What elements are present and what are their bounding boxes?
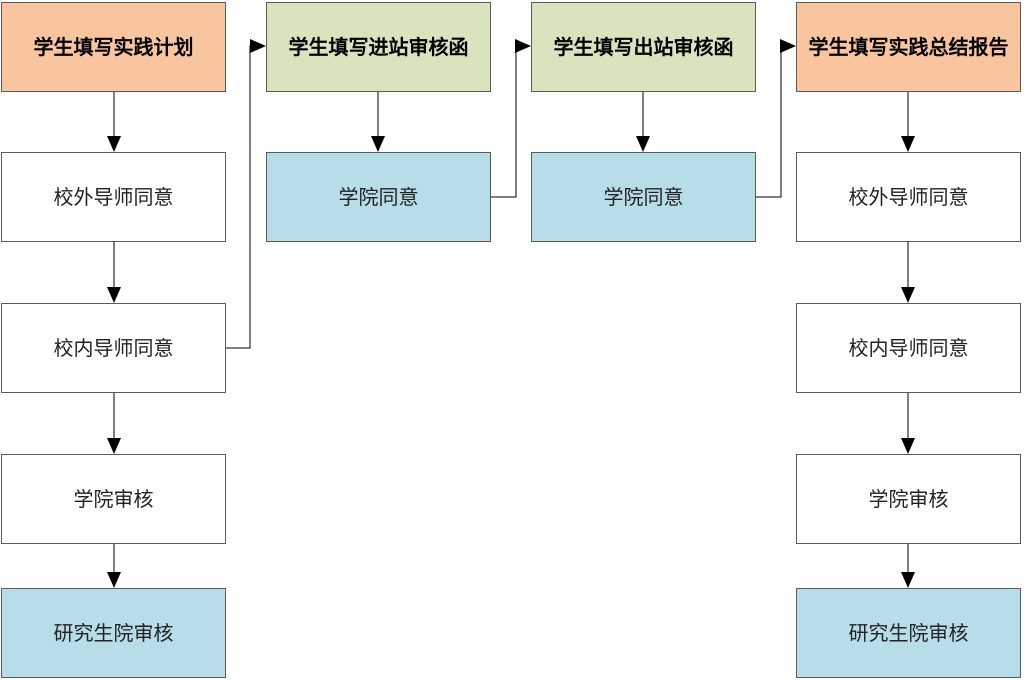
node-summary-external-advisor: 校外导师同意 bbox=[796, 152, 1021, 242]
edge-elbow bbox=[226, 45, 252, 349]
node-label: 研究生院审核 bbox=[848, 621, 969, 645]
node-exit-letter-label: 学生填写出站审核函 bbox=[553, 35, 734, 59]
edge-elbow bbox=[756, 45, 782, 198]
node-label: 校内导师同意 bbox=[848, 336, 969, 360]
node-label: 学院审核 bbox=[868, 487, 949, 511]
arrowhead bbox=[107, 136, 121, 152]
node-plan-internal-advisor: 校内导师同意 bbox=[1, 303, 226, 393]
node-summary-college-review: 学院审核 bbox=[796, 454, 1021, 544]
node-plan-label: 学生填写实践计划 bbox=[33, 35, 194, 59]
node-label: 研究生院审核 bbox=[53, 621, 174, 645]
arrowhead bbox=[901, 572, 915, 588]
arrowhead bbox=[107, 438, 121, 454]
arrowhead bbox=[107, 287, 121, 303]
node-exit-college-approve: 学院同意 bbox=[531, 152, 756, 242]
node-label: 校内导师同意 bbox=[53, 336, 174, 360]
node-label: 学院同意 bbox=[603, 185, 684, 209]
node-summary-internal-advisor: 校内导师同意 bbox=[796, 303, 1021, 393]
arrowhead bbox=[371, 136, 385, 152]
node-label: 学院同意 bbox=[338, 185, 419, 209]
node-exit-letter: 学生填写出站审核函 bbox=[531, 2, 756, 92]
node-plan-college-review: 学院审核 bbox=[1, 454, 226, 544]
node-entry-college-approve: 学院同意 bbox=[266, 152, 491, 242]
node-label: 校外导师同意 bbox=[53, 185, 174, 209]
arrowhead bbox=[636, 136, 650, 152]
node-plan-graduate-school-review: 研究生院审核 bbox=[1, 588, 226, 678]
edge-elbow bbox=[491, 45, 517, 198]
arrowhead bbox=[901, 136, 915, 152]
node-entry-letter: 学生填写进站审核函 bbox=[266, 2, 491, 92]
arrowhead bbox=[901, 287, 915, 303]
node-summary-report: 学生填写实践总结报告 bbox=[796, 2, 1021, 92]
arrowhead bbox=[901, 438, 915, 454]
arrowhead bbox=[515, 39, 531, 53]
arrowhead bbox=[780, 39, 796, 53]
node-plan-external-advisor: 校外导师同意 bbox=[1, 152, 226, 242]
arrowhead bbox=[250, 39, 266, 53]
node-label: 学院审核 bbox=[73, 487, 154, 511]
node-summary-report-label: 学生填写实践总结报告 bbox=[808, 35, 1009, 59]
node-entry-letter-label: 学生填写进站审核函 bbox=[288, 35, 469, 59]
node-plan: 学生填写实践计划 bbox=[1, 2, 226, 92]
node-summary-graduate-school-review: 研究生院审核 bbox=[796, 588, 1021, 678]
arrowhead bbox=[107, 572, 121, 588]
node-label: 校外导师同意 bbox=[848, 185, 969, 209]
